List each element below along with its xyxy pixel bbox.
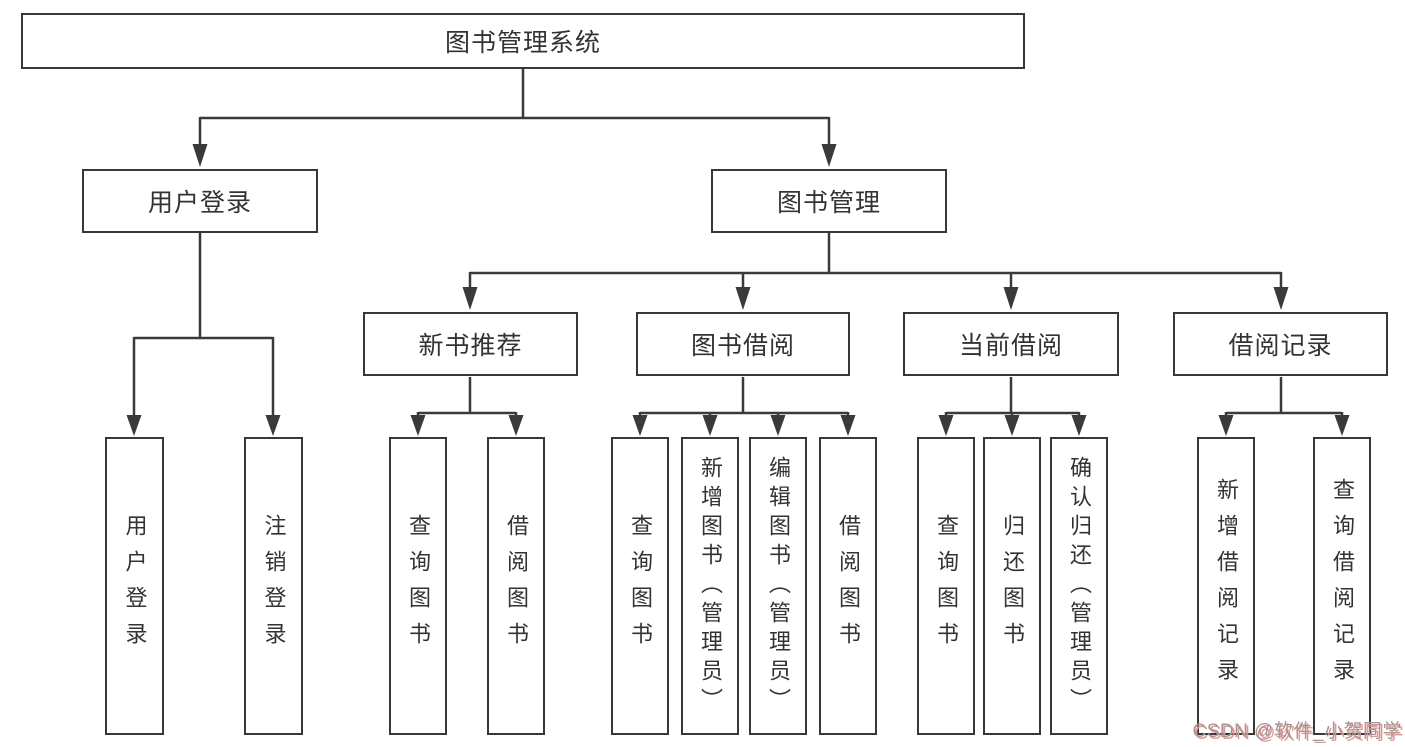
connector-shafts [132, 69, 1344, 417]
watermark: CSDN @软件_小贺同学 [1192, 721, 1402, 742]
node-current-borrow: 当前借阅 [903, 312, 1119, 376]
leaf-confirm-return-admin-label: 确认归还（管理员） [1067, 455, 1092, 717]
leaf-borrow-book-label: 借阅图书 [836, 514, 861, 658]
leaf-add-borrow-record: 新增借阅记录 [1197, 437, 1255, 735]
node-book-borrow: 图书借阅 [636, 312, 850, 376]
node-root-label: 图书管理系统 [444, 29, 601, 57]
connector-arrowheads [126, 144, 1350, 436]
leaf-query-book-current: 查询图书 [917, 437, 975, 735]
node-user-login-label: 用户登录 [147, 189, 252, 217]
node-book-borrow-label: 图书借阅 [690, 332, 795, 360]
leaf-edit-book-admin: 编辑图书（管理员） [749, 437, 807, 735]
node-book-management: 图书管理 [711, 169, 947, 233]
node-root: 图书管理系统 [21, 13, 1025, 69]
leaf-borrow-book-recommend: 借阅图书 [487, 437, 545, 735]
leaf-user-login-label: 用户登录 [122, 514, 148, 658]
node-user-login: 用户登录 [82, 169, 318, 233]
node-new-book-recommend: 新书推荐 [363, 312, 578, 376]
node-borrow-records: 借阅记录 [1173, 312, 1388, 376]
node-book-management-label: 图书管理 [776, 189, 881, 217]
leaf-add-book-admin-label: 新增图书（管理员） [698, 455, 723, 717]
leaf-logout: 注销登录 [244, 437, 303, 735]
leaf-query-book-current-label: 查询图书 [934, 514, 959, 658]
leaf-edit-book-admin-label: 编辑图书（管理员） [766, 455, 791, 717]
leaf-borrow-book: 借阅图书 [819, 437, 877, 735]
leaf-user-login: 用户登录 [105, 437, 164, 735]
leaf-add-book-admin: 新增图书（管理员） [681, 437, 739, 735]
leaf-query-book-borrow: 查询图书 [611, 437, 669, 735]
leaf-query-borrow-record-label: 查询借阅记录 [1330, 478, 1355, 694]
node-borrow-records-label: 借阅记录 [1228, 332, 1333, 360]
leaf-query-book-recommend-label: 查询图书 [406, 514, 431, 658]
node-current-borrow-label: 当前借阅 [958, 332, 1063, 360]
leaf-logout-label: 注销登录 [261, 514, 287, 658]
leaf-query-borrow-record: 查询借阅记录 [1313, 437, 1371, 735]
leaf-add-borrow-record-label: 新增借阅记录 [1214, 478, 1239, 694]
leaf-return-book: 归还图书 [983, 437, 1041, 735]
leaf-return-book-label: 归还图书 [1000, 514, 1025, 658]
leaf-query-book-recommend: 查询图书 [389, 437, 447, 735]
node-new-book-recommend-label: 新书推荐 [418, 332, 523, 360]
leaf-query-book-borrow-label: 查询图书 [628, 514, 653, 658]
leaf-borrow-book-recommend-label: 借阅图书 [504, 514, 529, 658]
leaf-confirm-return-admin: 确认归还（管理员） [1050, 437, 1108, 735]
